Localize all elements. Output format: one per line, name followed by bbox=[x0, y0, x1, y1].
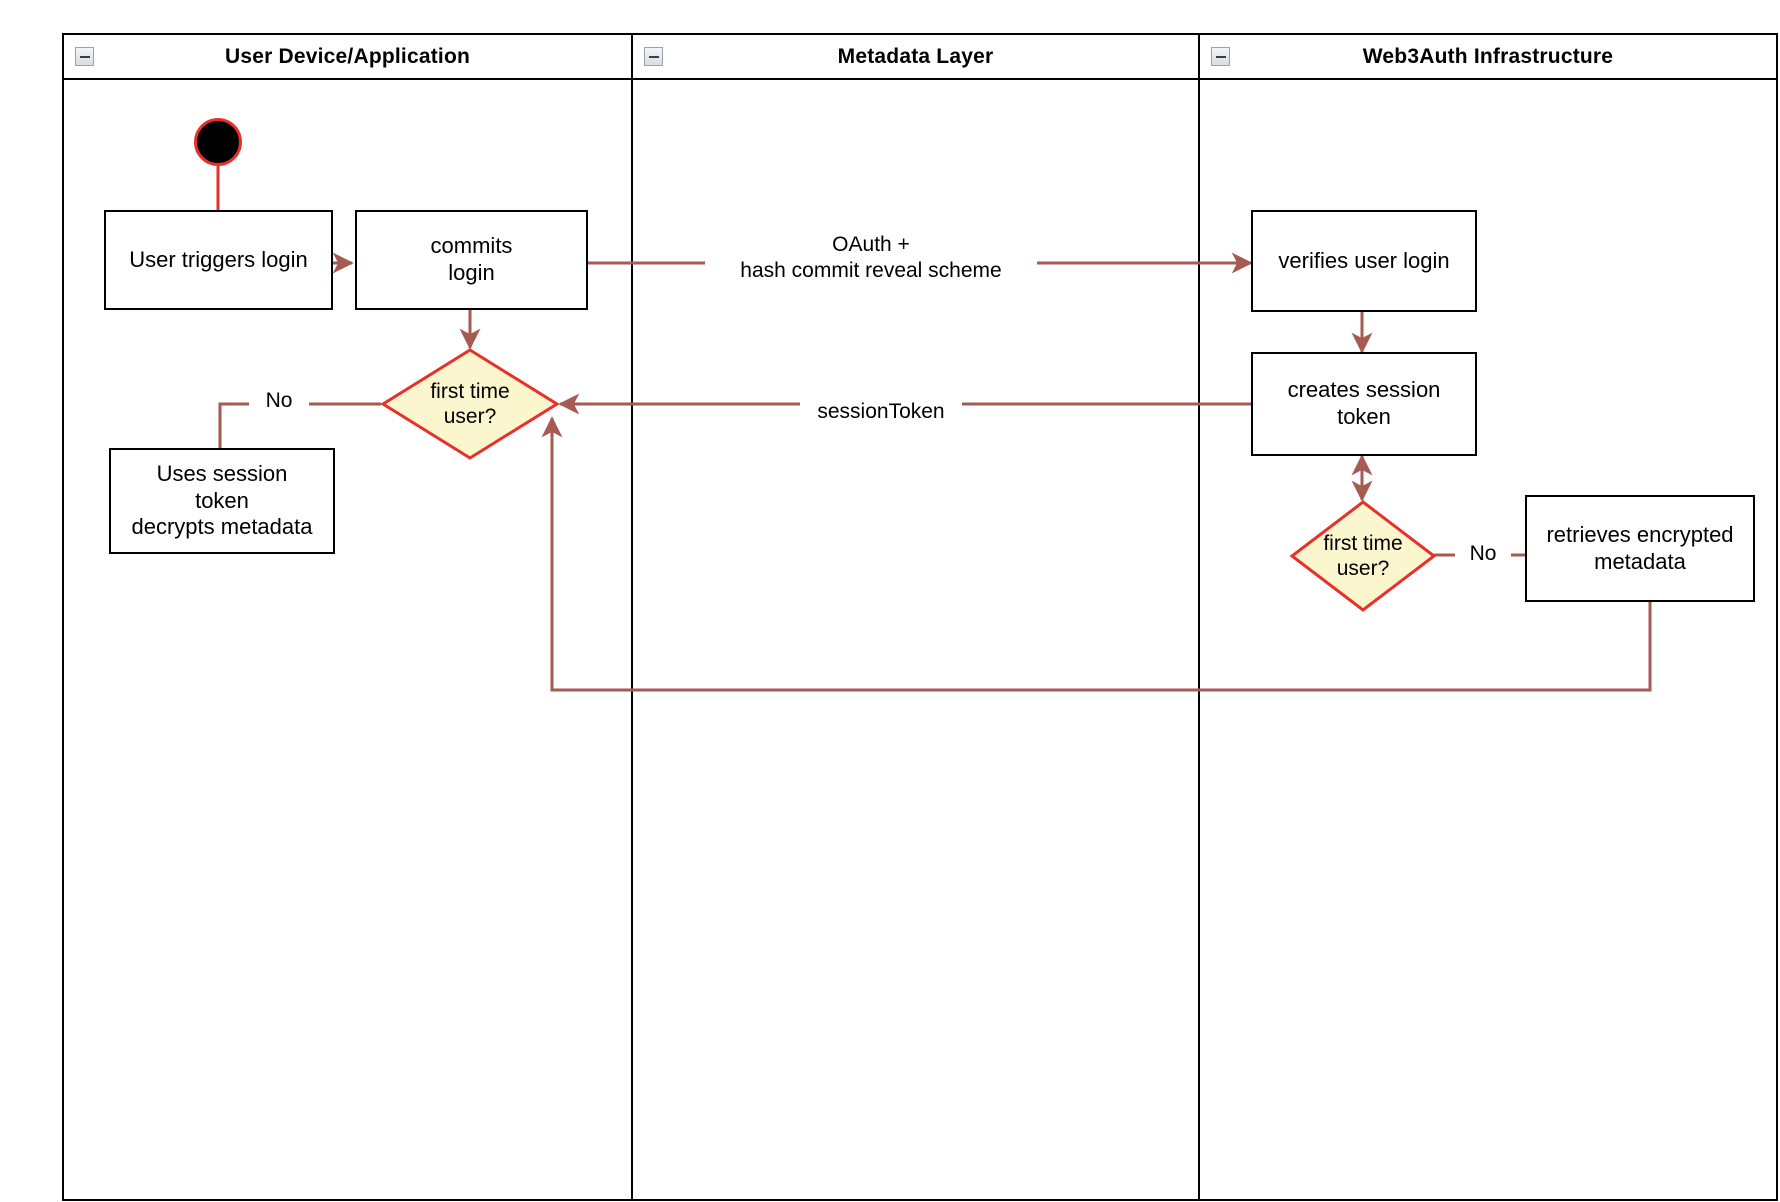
activity-label: User triggers login bbox=[129, 246, 308, 272]
swimlane-header-user-device: User Device/Application bbox=[64, 35, 631, 80]
swimlane-header-metadata-layer: Metadata Layer bbox=[633, 35, 1198, 80]
edge-label-no-left: No bbox=[249, 388, 309, 415]
activity-verifies-user-login[interactable]: verifies user login bbox=[1251, 210, 1477, 312]
edge-label-oauth: OAuth + hash commit reveal scheme bbox=[705, 232, 1037, 285]
swimlane-frame: User Device/Application Metadata Layer W… bbox=[62, 33, 1778, 1201]
start-node[interactable] bbox=[194, 118, 242, 166]
activity-retrieves-encrypted-metadata[interactable]: retrieves encrypted metadata bbox=[1525, 495, 1755, 602]
swimlane-user-device[interactable]: User Device/Application bbox=[64, 35, 633, 1199]
edge-label-session-token: sessionToken bbox=[800, 399, 962, 426]
swimlane-header-web3auth: Web3Auth Infrastructure bbox=[1200, 35, 1776, 80]
decision-first-time-user-right[interactable]: first time user? bbox=[1289, 500, 1437, 612]
activity-label: commits login bbox=[430, 233, 513, 285]
swimlane-title: Web3Auth Infrastructure bbox=[1362, 44, 1614, 68]
activity-label: retrieves encrypted metadata bbox=[1546, 521, 1734, 574]
swimlane-title: User Device/Application bbox=[224, 44, 470, 68]
decision-first-time-user-left[interactable]: first time user? bbox=[380, 348, 560, 460]
collapse-minus-icon[interactable] bbox=[644, 47, 663, 66]
activity-label: Uses session token decrypts metadata bbox=[131, 460, 313, 540]
activity-label: verifies user login bbox=[1278, 247, 1450, 273]
swimlane-title: Metadata Layer bbox=[837, 44, 994, 68]
activity-creates-session-token[interactable]: creates session token bbox=[1251, 352, 1477, 456]
collapse-minus-icon[interactable] bbox=[1211, 47, 1230, 66]
activity-user-triggers-login[interactable]: User triggers login bbox=[104, 210, 333, 310]
edge-label-no-right: No bbox=[1455, 541, 1511, 568]
swimlane-web3auth[interactable]: Web3Auth Infrastructure bbox=[1200, 35, 1776, 1199]
swimlane-metadata-layer[interactable]: Metadata Layer bbox=[633, 35, 1200, 1199]
collapse-minus-icon[interactable] bbox=[75, 47, 94, 66]
activity-uses-session-token[interactable]: Uses session token decrypts metadata bbox=[109, 448, 335, 554]
activity-commits-login[interactable]: commits login bbox=[355, 210, 588, 310]
activity-label: creates session token bbox=[1287, 377, 1441, 429]
